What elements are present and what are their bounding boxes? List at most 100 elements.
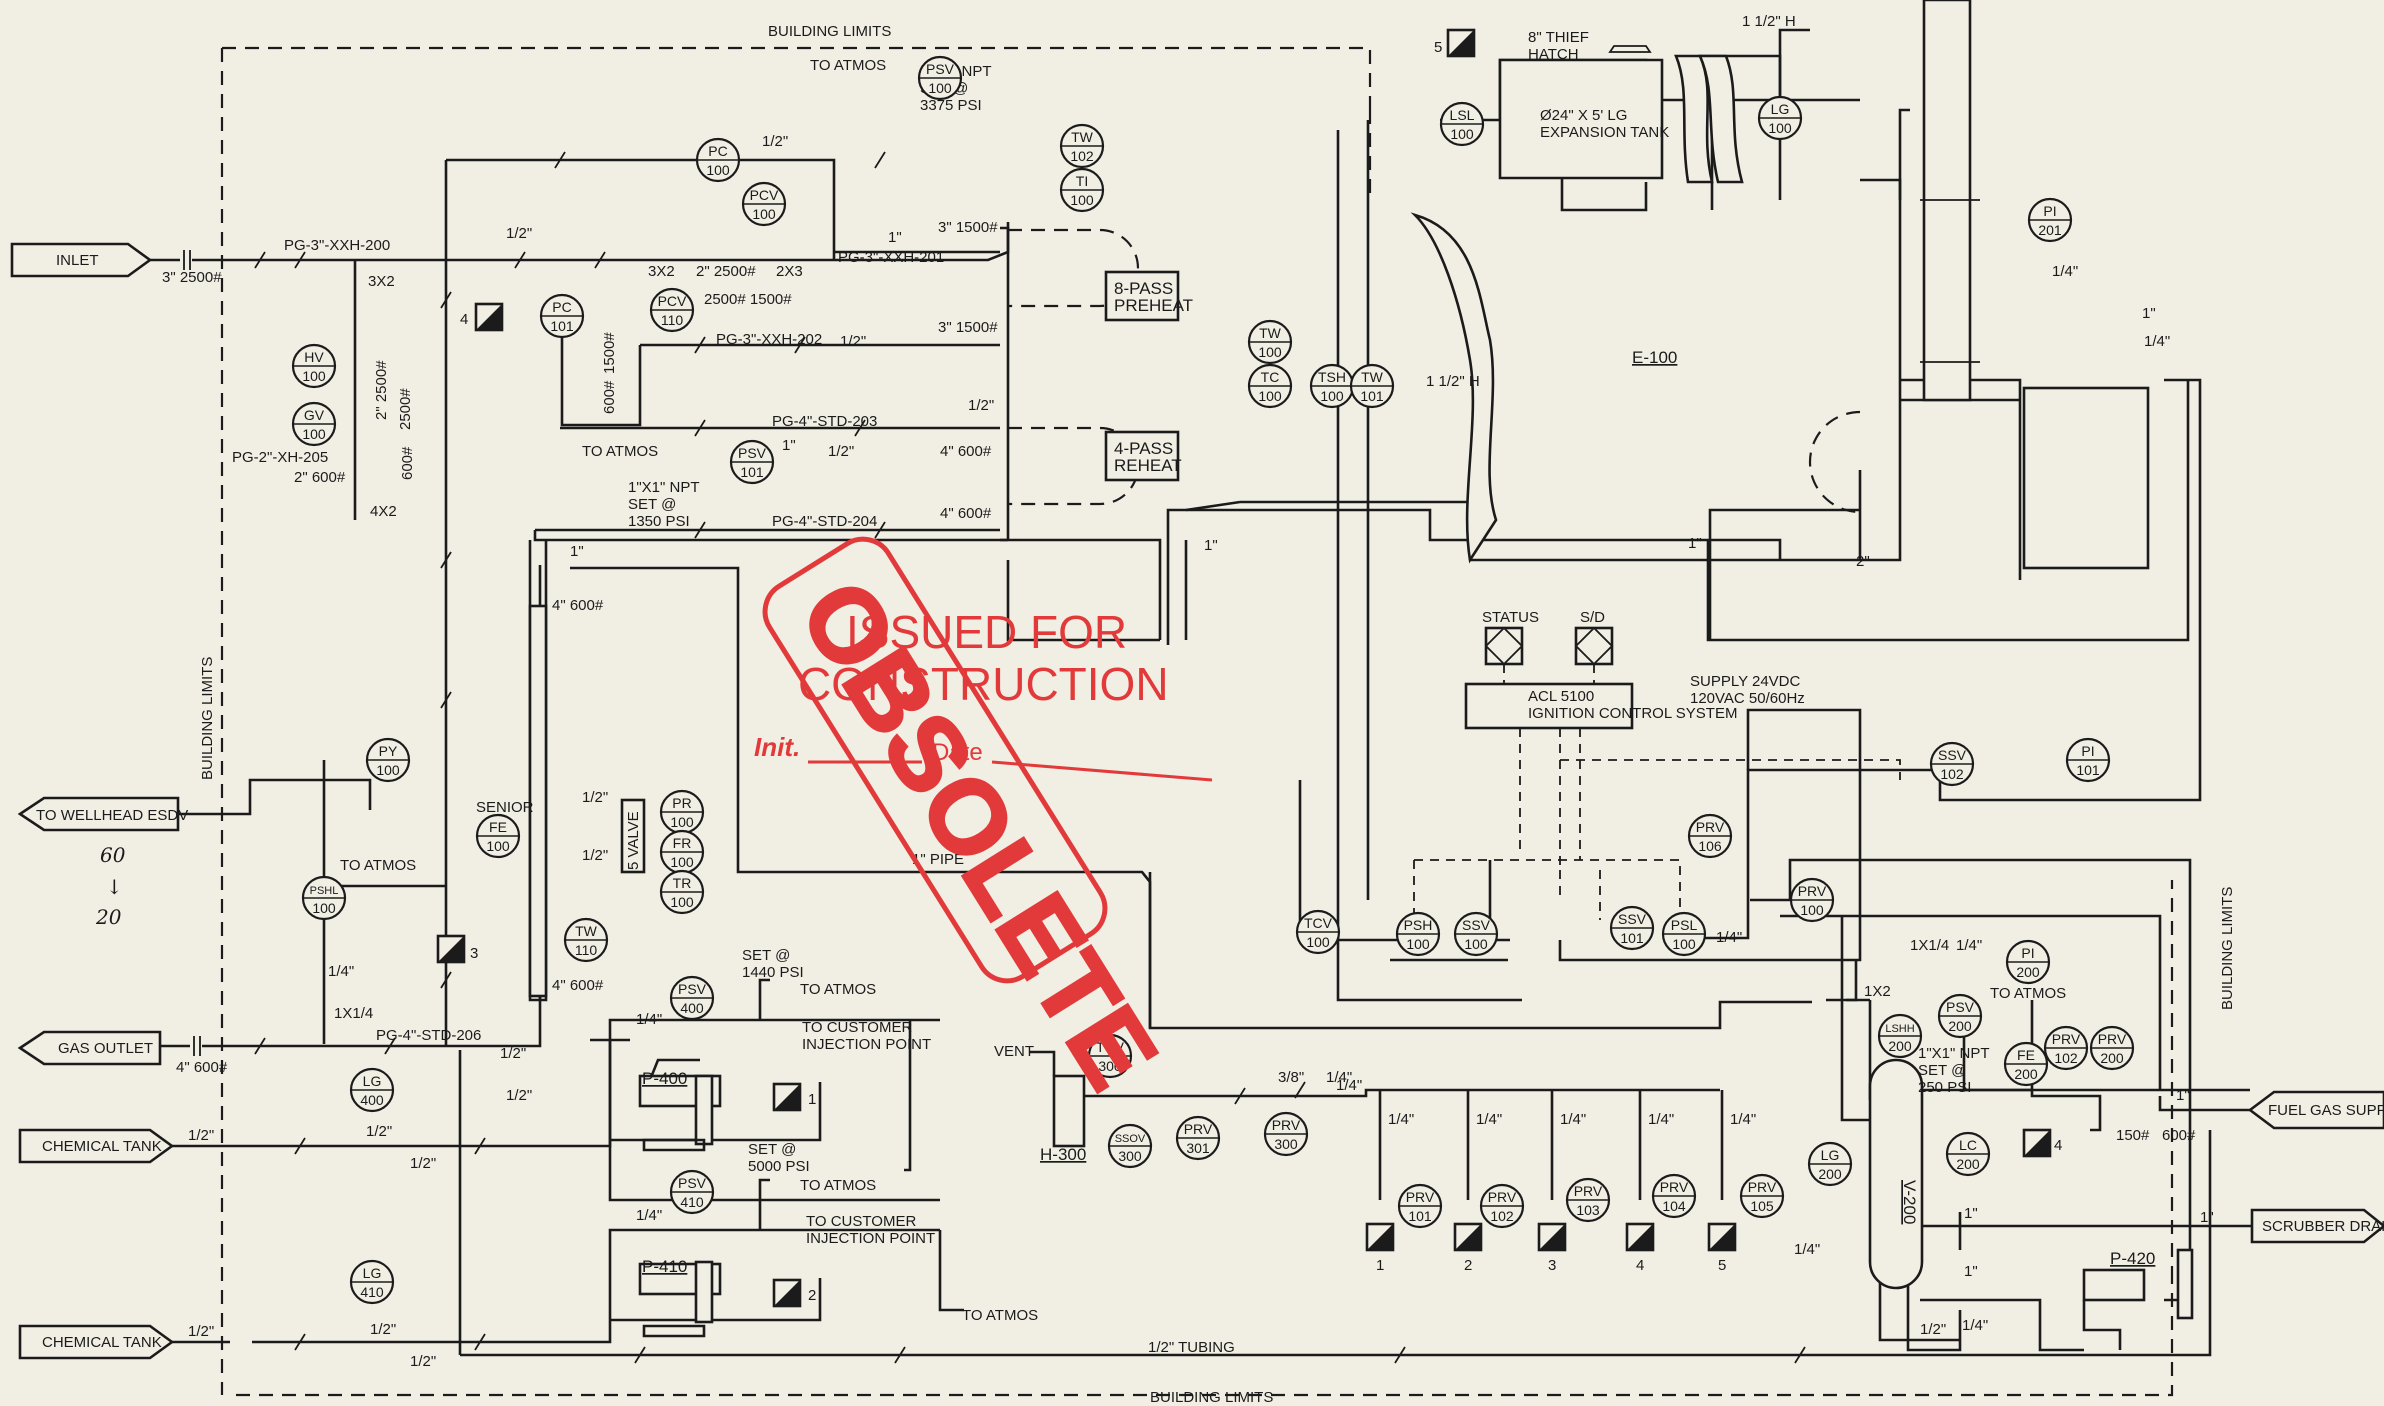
hash-mark — [1794, 1346, 1806, 1364]
svg-text:1/4": 1/4" — [1716, 929, 1742, 946]
regulator-ref-2-label: 2 — [1464, 1257, 1472, 1274]
regulator-ref-5-label: 5 — [1718, 1257, 1726, 1274]
svg-text:150#: 150# — [2116, 1127, 2150, 1144]
instrument-hv100-type: HV — [304, 349, 324, 365]
svg-text:1X1/4: 1X1/4 — [1910, 937, 1949, 954]
svg-text:1: 1 — [808, 1091, 816, 1108]
instrument-tw100: TW 100 — [1247, 319, 1293, 365]
instrument-pi201-type: PI — [2043, 203, 2056, 219]
hand-note-60: 60 — [100, 843, 126, 867]
instrument-pi101-number: 101 — [2076, 762, 2100, 778]
instrument-tsh100-number: 100 — [1320, 388, 1344, 404]
svg-text:1": 1" — [1964, 1205, 1978, 1222]
instrument-lsl100-number: 100 — [1450, 126, 1474, 142]
to-atmos-psv101: TO ATMOS — [582, 443, 658, 460]
hand-note-arrow: ↓ — [106, 875, 123, 899]
instrument-lg100-type: LG — [1771, 101, 1790, 117]
svg-text:1/2": 1/2" — [582, 847, 608, 864]
svg-text:4" 600#: 4" 600# — [940, 505, 992, 522]
building-limits-left: BUILDING LIMITS — [199, 657, 216, 780]
line-pg4-204: PG-4"-STD-204 — [772, 513, 877, 530]
hash-mark — [874, 151, 886, 169]
wellhead-esdv-connector: TO WELLHEAD ESDV — [17, 796, 188, 832]
v200-label: V-200 — [1900, 1180, 1919, 1224]
regulator-ref-4-fill — [1627, 1224, 1653, 1250]
line-pg3-201: PG-3"-XXH-201 — [838, 249, 944, 266]
instrument-pr100-type: PR — [672, 795, 691, 811]
instrument-tc100-type: TC — [1261, 369, 1280, 385]
to-atmos-psv410: TO ATMOS — [800, 1177, 876, 1194]
instrument-prv301-type: PRV — [1184, 1121, 1213, 1137]
instrument-tsh100-type: TSH — [1318, 369, 1346, 385]
instrument-lg200-type: LG — [1821, 1147, 1840, 1163]
svg-text:2": 2" — [1856, 553, 1870, 570]
line-pg4-203: PG-4"-STD-203 — [772, 413, 877, 430]
preheat-label-box — [1104, 270, 1180, 322]
gas-outlet-connector: GAS OUTLET — [17, 1030, 162, 1066]
hash-mark — [894, 1346, 906, 1364]
psv400-set-note: SET @1440 PSI — [742, 947, 804, 981]
instrument-fe200-number: 200 — [2014, 1066, 2038, 1082]
tank-size-label: 1 1/2" H — [1742, 13, 1796, 30]
instrument-prv102-type: PRV — [1488, 1189, 1517, 1205]
svg-text:1/2": 1/2" — [582, 789, 608, 806]
expansion-tank — [1498, 45, 1744, 184]
instrument-tw101-number: 101 — [1360, 388, 1384, 404]
hash-mark — [440, 691, 452, 709]
hash-mark — [384, 1037, 396, 1055]
size-annotations: 3" 2500# 3X2 3X2 2" 2500# 2X3 1/2" 1/2" … — [162, 133, 2214, 1370]
regulator-ref-1-fill — [1367, 1224, 1393, 1250]
instrument-tw100-number: 100 — [1258, 344, 1282, 360]
instrument-lc200-type: LC — [1959, 1137, 1977, 1153]
to-atmos-p410: TO ATMOS — [962, 1307, 1038, 1324]
fuel-gas-supply-connector: FUEL GAS SUPPLY — [2247, 1090, 2384, 1130]
instrument-prv104-type: PRV — [1660, 1179, 1689, 1195]
instrument-prv102b-number: 102 — [2054, 1050, 2078, 1066]
svg-text:4X2: 4X2 — [370, 503, 397, 520]
instrument-pshl100-type: PSHL — [310, 885, 339, 897]
instrument-tw100-type: TW — [1259, 325, 1282, 341]
instrument-prv301: PRV 301 — [1175, 1115, 1221, 1161]
instrument-pi101-type: PI — [2081, 743, 2094, 759]
vessel-v200 — [1868, 1058, 1924, 1290]
instrument-psv101-number: 101 — [740, 464, 764, 480]
instrument-prv103-type: PRV — [1574, 1183, 1603, 1199]
svg-text:INLET: INLET — [56, 252, 99, 269]
to-atmos-psv200: TO ATMOS — [1990, 985, 2066, 1002]
instrument-prv105-type: PRV — [1748, 1179, 1777, 1195]
svg-text:GAS OUTLET: GAS OUTLET — [58, 1040, 153, 1057]
instrument-psv101-type: PSV — [738, 445, 767, 461]
p420-label: P-420 — [2110, 1249, 2155, 1268]
hash-mark — [254, 251, 266, 269]
pump-p410 — [638, 1260, 802, 1338]
instrument-py100-type: PY — [379, 743, 398, 759]
svg-text:TO WELLHEAD ESDV: TO WELLHEAD ESDV — [36, 807, 188, 824]
svg-text:1/4": 1/4" — [1336, 1077, 1362, 1094]
instrument-ssv101-type: SSV — [1618, 911, 1647, 927]
instrument-prv301-number: 301 — [1186, 1140, 1210, 1156]
svg-text:5: 5 — [1434, 39, 1442, 56]
svg-text:1/2": 1/2" — [370, 1321, 396, 1338]
line-pg4-206: PG-4"-STD-206 — [376, 1027, 481, 1044]
e100-label: E-100 — [1632, 348, 1677, 367]
instrument-prv106-type: PRV — [1696, 819, 1725, 835]
instrument-psv410-type: PSV — [678, 1175, 707, 1191]
